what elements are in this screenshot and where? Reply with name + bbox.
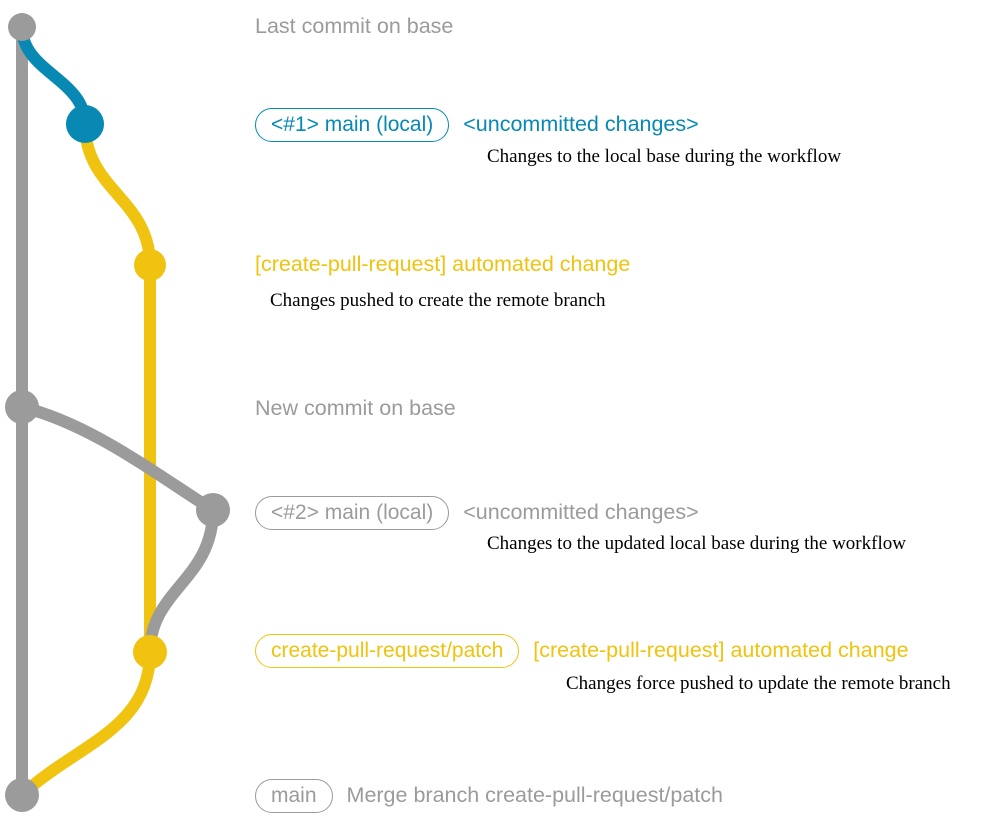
entry-local-change-2-description: Changes to the updated local base during… bbox=[487, 533, 906, 554]
entry-last-commit-on-base-message: Last commit on base bbox=[255, 14, 454, 38]
entry-remote-push-2: create-pull-request/patch [create-pull-r… bbox=[255, 634, 909, 668]
commit-node-base-merge[interactable] bbox=[5, 778, 39, 812]
branch-badge-main[interactable]: main bbox=[255, 779, 333, 813]
commit-node-local-2[interactable] bbox=[196, 493, 230, 527]
commit-node-remote-2[interactable] bbox=[133, 635, 167, 669]
branch-badge-local-1[interactable]: <#1> main (local) bbox=[255, 108, 450, 142]
edge-local2-to-remote2 bbox=[144, 504, 219, 658]
entry-local-change-1-message: <uncommitted changes> bbox=[463, 112, 699, 136]
entry-merge-commit-message: Merge branch create-pull-request/patch bbox=[346, 783, 723, 807]
entry-merge-commit: main Merge branch create-pull-request/pa… bbox=[255, 779, 723, 813]
entry-local-change-2: <#2> main (local) <uncommitted changes> bbox=[255, 496, 699, 530]
edge-local1-to-remote1 bbox=[79, 118, 156, 271]
entry-remote-push-1-message: [create-pull-request] automated change bbox=[255, 252, 631, 276]
entry-new-commit-on-base-message: New commit on base bbox=[255, 396, 456, 420]
commit-node-remote-1[interactable] bbox=[134, 249, 166, 281]
entry-local-change-1: <#1> main (local) <uncommitted changes> bbox=[255, 108, 699, 142]
entry-remote-push-1-description: Changes pushed to create the remote bran… bbox=[270, 290, 606, 311]
branch-badge-remote-patch[interactable]: create-pull-request/patch bbox=[255, 634, 520, 668]
entry-remote-push-2-description: Changes force pushed to update the remot… bbox=[566, 673, 951, 694]
edge-basenew-to-local2 bbox=[16, 401, 219, 516]
entry-remote-push-2-message: [create-pull-request] automated change bbox=[533, 638, 909, 662]
commit-node-base-new[interactable] bbox=[5, 390, 39, 424]
commit-node-local-1[interactable] bbox=[66, 105, 104, 143]
branch-badge-local-2[interactable]: <#2> main (local) bbox=[255, 496, 450, 530]
commit-node-base-top[interactable] bbox=[8, 13, 36, 41]
entry-local-change-1-description: Changes to the local base during the wor… bbox=[487, 146, 842, 167]
edge-remote2-to-merge bbox=[16, 646, 156, 801]
entry-local-change-2-message: <uncommitted changes> bbox=[463, 500, 699, 524]
